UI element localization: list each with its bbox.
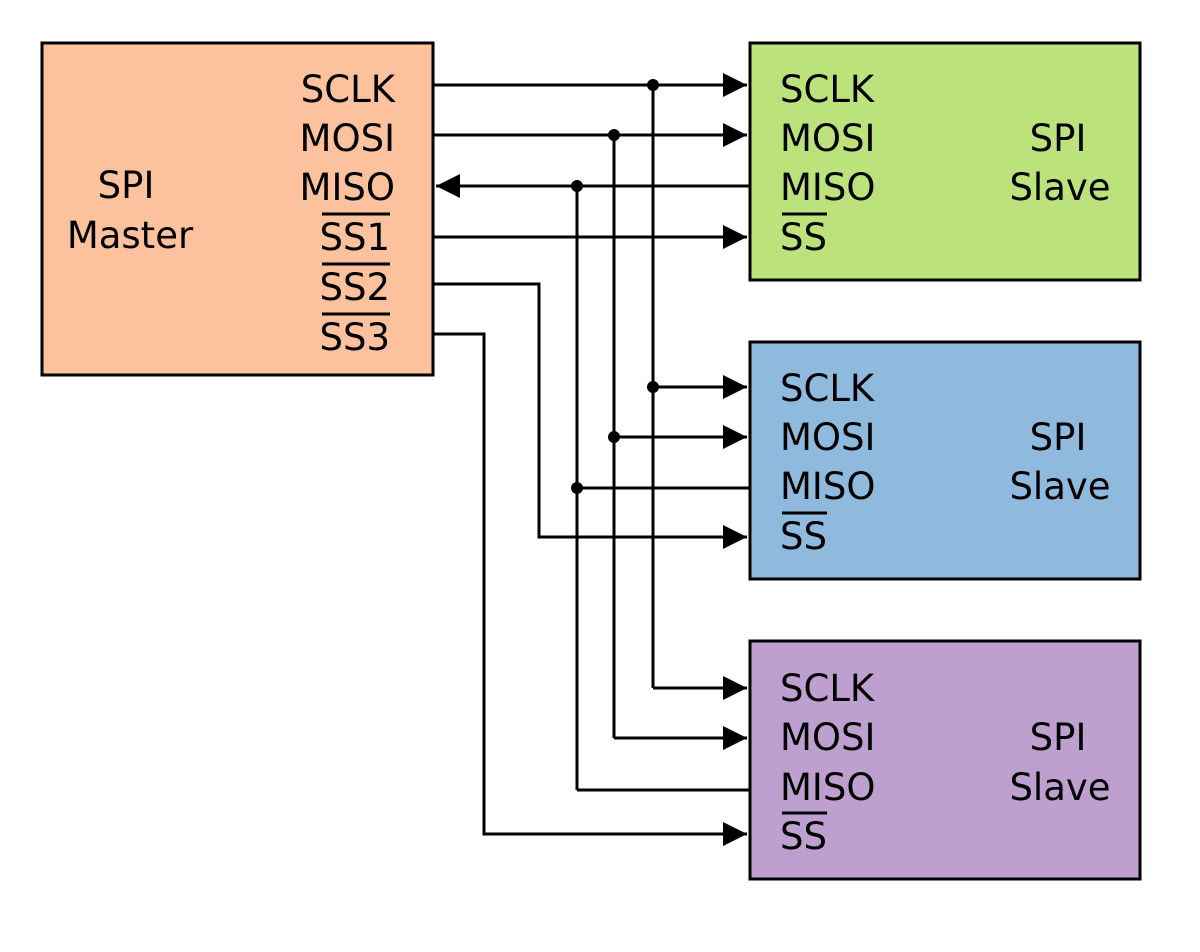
spi-master: SPI Master SCLK MOSI MISO SS1 SS2 SS3 [40, 41, 435, 377]
master-pin-mosi: MOSI [300, 117, 395, 160]
master-pin-ss2: SS2 [319, 266, 390, 309]
ss2-wire [433, 282, 747, 549]
slave-1-title-line2: Slave [1009, 166, 1110, 209]
slave-3-pin-ss: SS [780, 815, 827, 858]
slave-3-title-line2: Slave [1009, 766, 1110, 809]
slave-1-pin-ss: SS [780, 216, 827, 259]
miso-junction-2 [571, 482, 583, 494]
slave-1-title-line1: SPI [1030, 117, 1087, 160]
master-box [40, 41, 435, 377]
miso-junction-1 [571, 180, 583, 192]
spi-slave-2: SCLK MOSI MISO SS SPI Slave [748, 340, 1142, 581]
slave-2-title-line1: SPI [1030, 416, 1087, 459]
ss3-wire [433, 332, 747, 846]
master-title-line1: SPI [98, 164, 155, 207]
sclk-junction-1 [647, 79, 659, 91]
slave-1-pin-sclk: SCLK [780, 68, 876, 111]
slave-2-pin-mosi: MOSI [780, 416, 875, 459]
mosi-junction-2 [608, 431, 620, 443]
slave-2-pin-sclk: SCLK [780, 367, 876, 410]
slave-2-title-line2: Slave [1009, 465, 1110, 508]
slave-1-pin-mosi: MOSI [780, 117, 875, 160]
slave-2-pin-miso: MISO [780, 465, 875, 508]
bus-wires [433, 73, 750, 846]
slave-3-box [748, 639, 1142, 881]
slave-3-pin-mosi: MOSI [780, 716, 875, 759]
slave-3-pin-sclk: SCLK [780, 667, 876, 710]
master-pin-ss1: SS1 [319, 216, 390, 259]
slave-1-box [748, 41, 1142, 282]
slave-3-title-line1: SPI [1030, 716, 1087, 759]
master-title-line2: Master [67, 214, 194, 257]
sclk-junction-2 [647, 381, 659, 393]
slave-2-pin-ss: SS [780, 515, 827, 558]
master-pin-miso: MISO [300, 166, 395, 209]
mosi-junction-1 [608, 129, 620, 141]
slave-3-pin-miso: MISO [780, 766, 875, 809]
spi-slave-3: SCLK MOSI MISO SS SPI Slave [748, 639, 1142, 881]
slave-2-box [748, 340, 1142, 581]
spi-slave-1: SCLK MOSI MISO SS SPI Slave [748, 41, 1142, 282]
master-pin-ss3: SS3 [319, 316, 390, 359]
slave-1-pin-miso: MISO [780, 166, 875, 209]
master-pin-sclk: SCLK [301, 68, 397, 111]
